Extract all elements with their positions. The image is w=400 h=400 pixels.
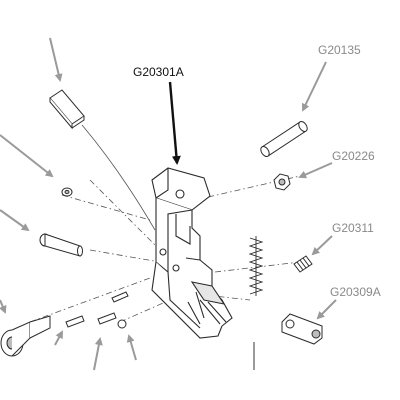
leader-arrow-bottom-1 (54, 330, 63, 346)
main-part-arrow (168, 81, 181, 165)
hex-nut-part (273, 173, 291, 191)
screw-left (39, 233, 83, 257)
leader-arrow-link (316, 299, 337, 320)
leader-arrow-bottom-3 (126, 334, 137, 361)
set-screw-part (293, 255, 313, 273)
tag-wire (81, 124, 156, 231)
small-pins (65, 291, 129, 329)
small-nut-left (61, 187, 73, 197)
callout-label-nut: G20226 (332, 149, 375, 163)
leader-arrow-bottom-2 (93, 337, 103, 371)
leader-arrows (0, 37, 337, 371)
cylindrical-pin-part (260, 121, 308, 157)
leader-arrow-top-left (49, 37, 63, 82)
callout-label-main: G20301A (133, 65, 184, 79)
leader-arrow-left-3 (0, 299, 7, 314)
link-arm-part (281, 313, 323, 345)
callout-label-pin: G20135 (318, 43, 361, 57)
knob-bolt-part (0, 315, 51, 357)
assembly-centerlines (29, 175, 301, 323)
leader-arrow-nut (298, 162, 333, 179)
callout-label-screw: G20311 (332, 221, 374, 235)
coil-spring-part (248, 236, 264, 296)
leader-arrow-left-2 (0, 209, 30, 232)
leader-arrow-pin (301, 61, 327, 112)
leader-arrow-screw (311, 235, 333, 256)
leader-arrow-left-1 (0, 134, 54, 178)
tag-plate-part (49, 89, 85, 130)
callout-label-link: G20309A (330, 285, 381, 299)
main-block-part (151, 167, 233, 339)
